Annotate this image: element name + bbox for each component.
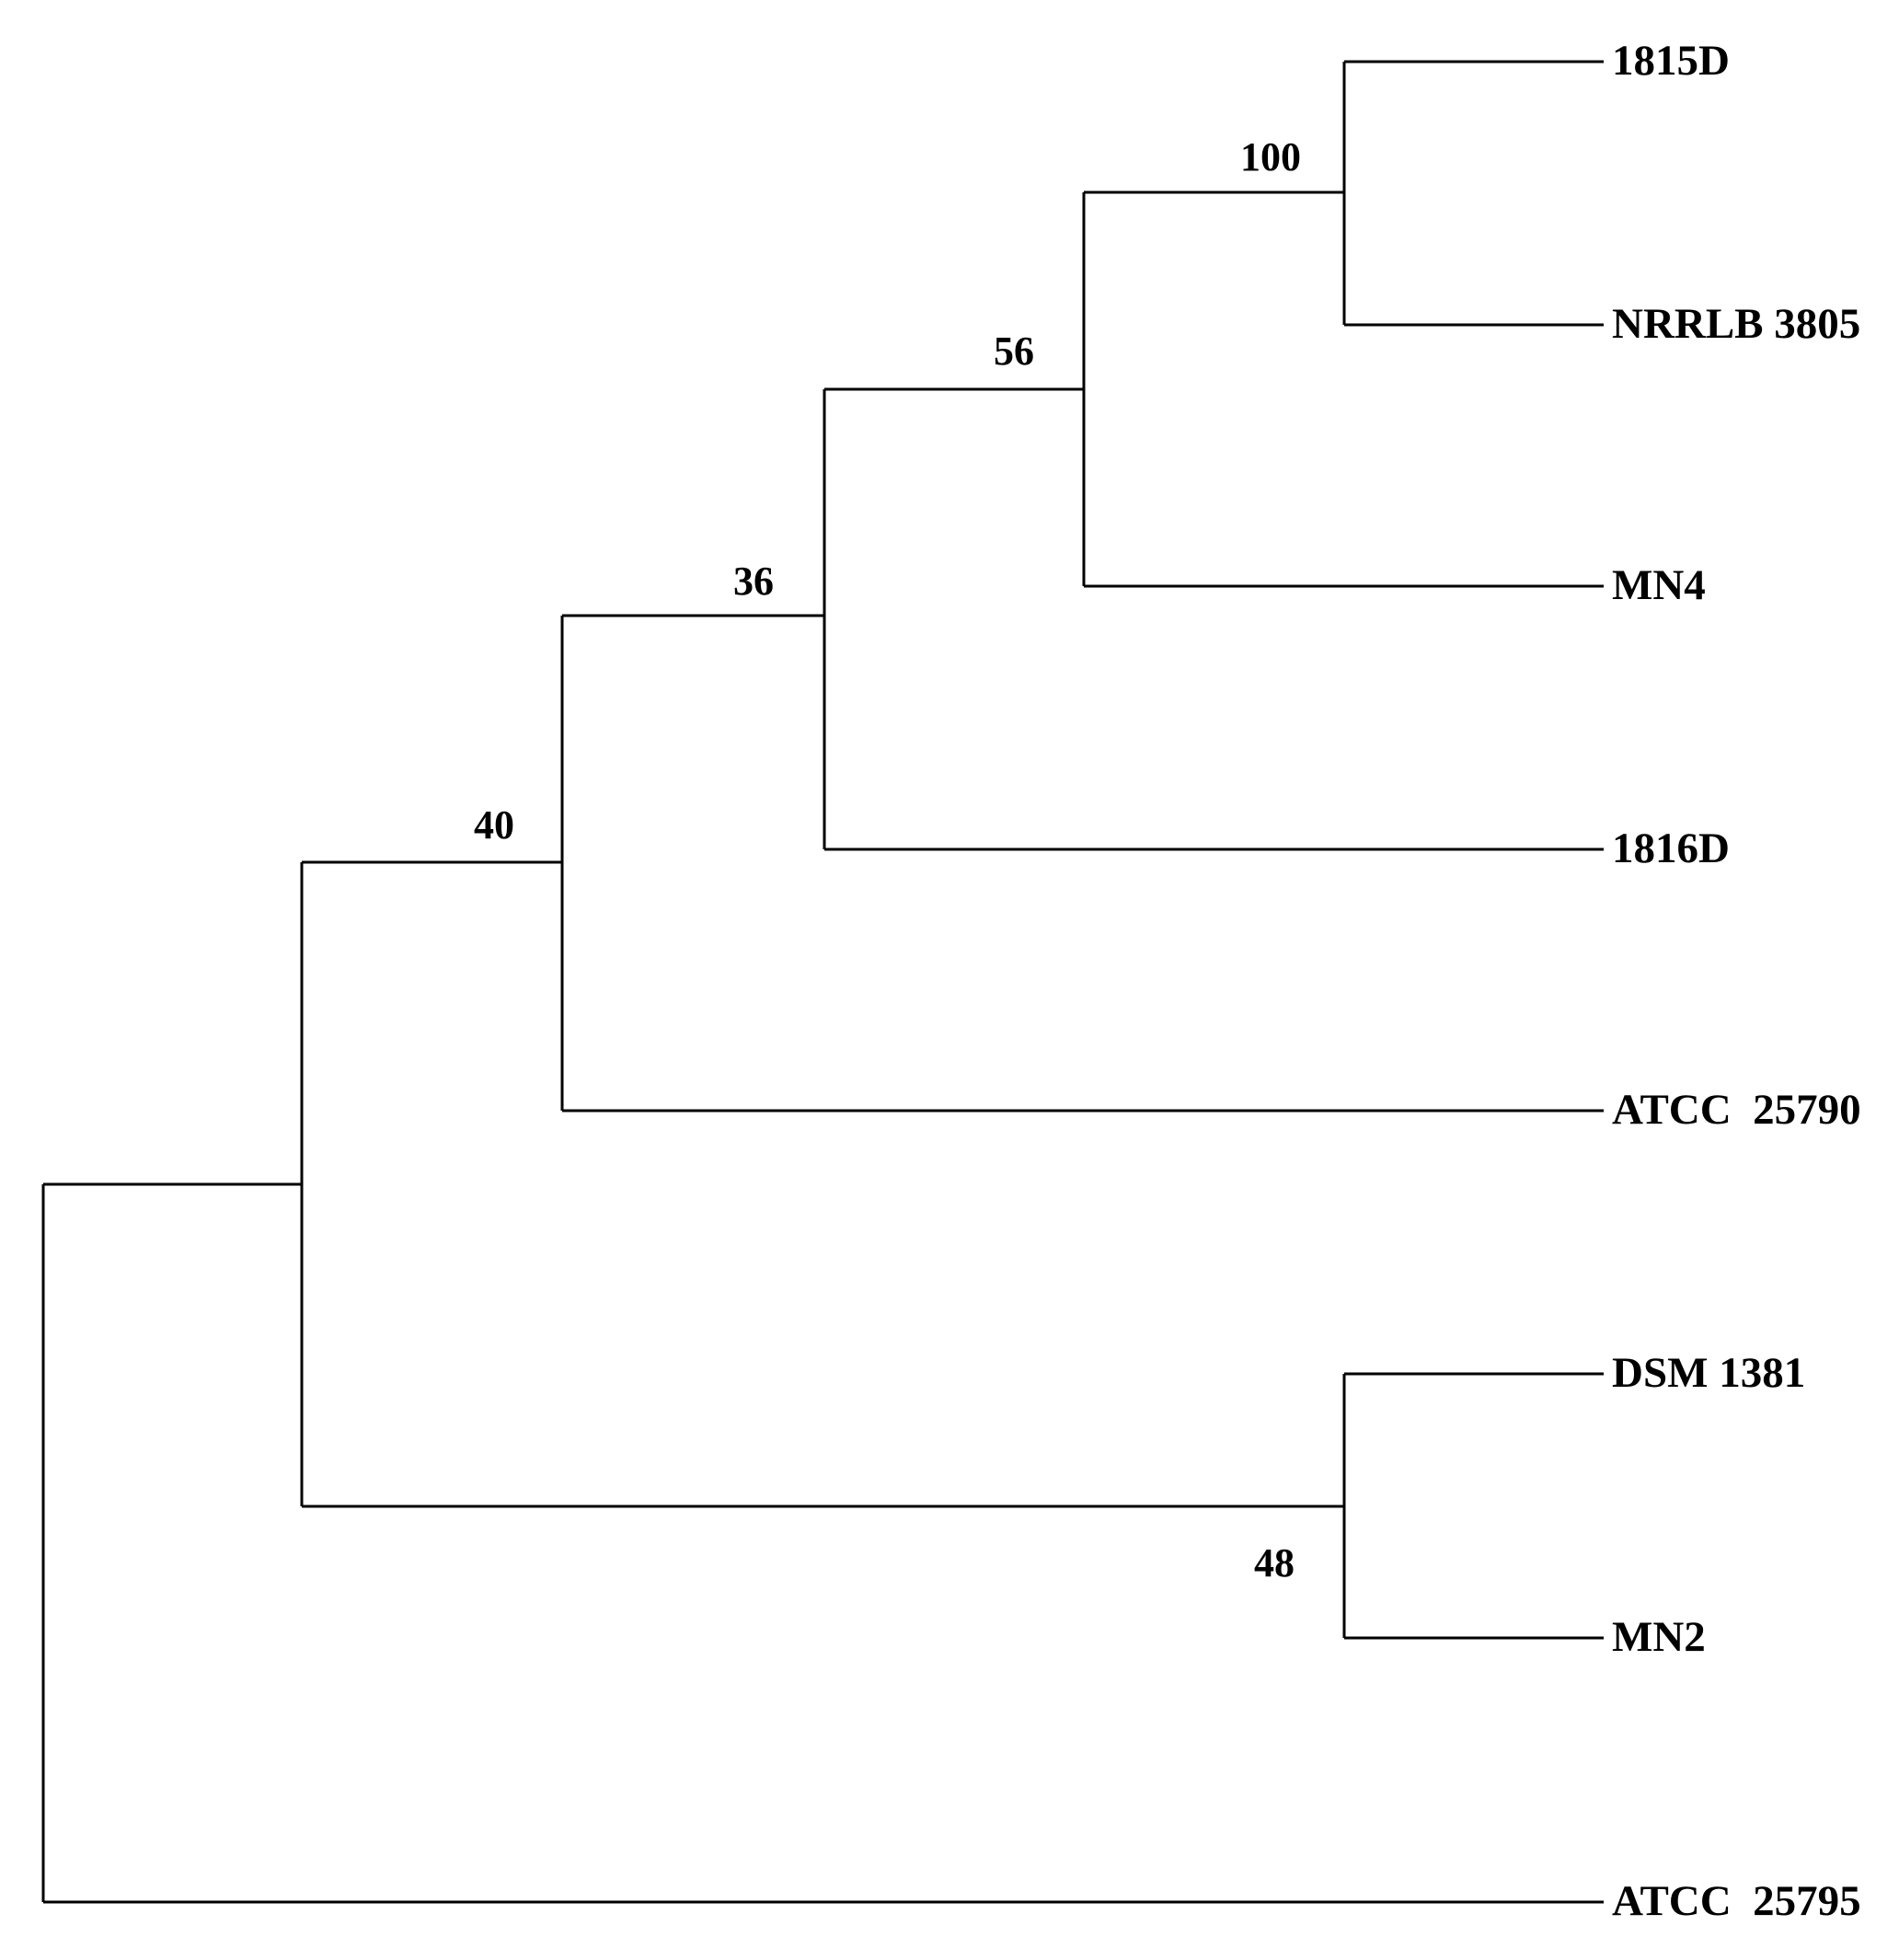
taxon-label: DSM 1381 (1612, 1349, 1805, 1397)
support-values: 100 56 36 40 48 (474, 134, 1301, 1585)
taxon-label: MN2 (1612, 1613, 1706, 1661)
taxon-label: 1816D (1612, 824, 1730, 872)
taxon-label: MN4 (1612, 561, 1706, 609)
support-value-node-56: 56 (994, 329, 1034, 374)
support-value-node-100: 100 (1240, 134, 1301, 179)
taxon-label: NRRLB 3805 (1612, 300, 1860, 348)
taxon-label: 1815D (1612, 37, 1730, 85)
support-value-node-48: 48 (1254, 1540, 1295, 1585)
taxon-labels: 1815D NRRLB 3805 MN4 1816D ATCC 25790 DS… (1612, 37, 1861, 1925)
support-value-node-36: 36 (733, 559, 774, 604)
taxon-label: ATCC 25795 (1612, 1877, 1861, 1925)
taxon-label: ATCC 25790 (1612, 1086, 1861, 1134)
tree-branches (41, 60, 1604, 1904)
support-value-node-40: 40 (474, 802, 514, 847)
